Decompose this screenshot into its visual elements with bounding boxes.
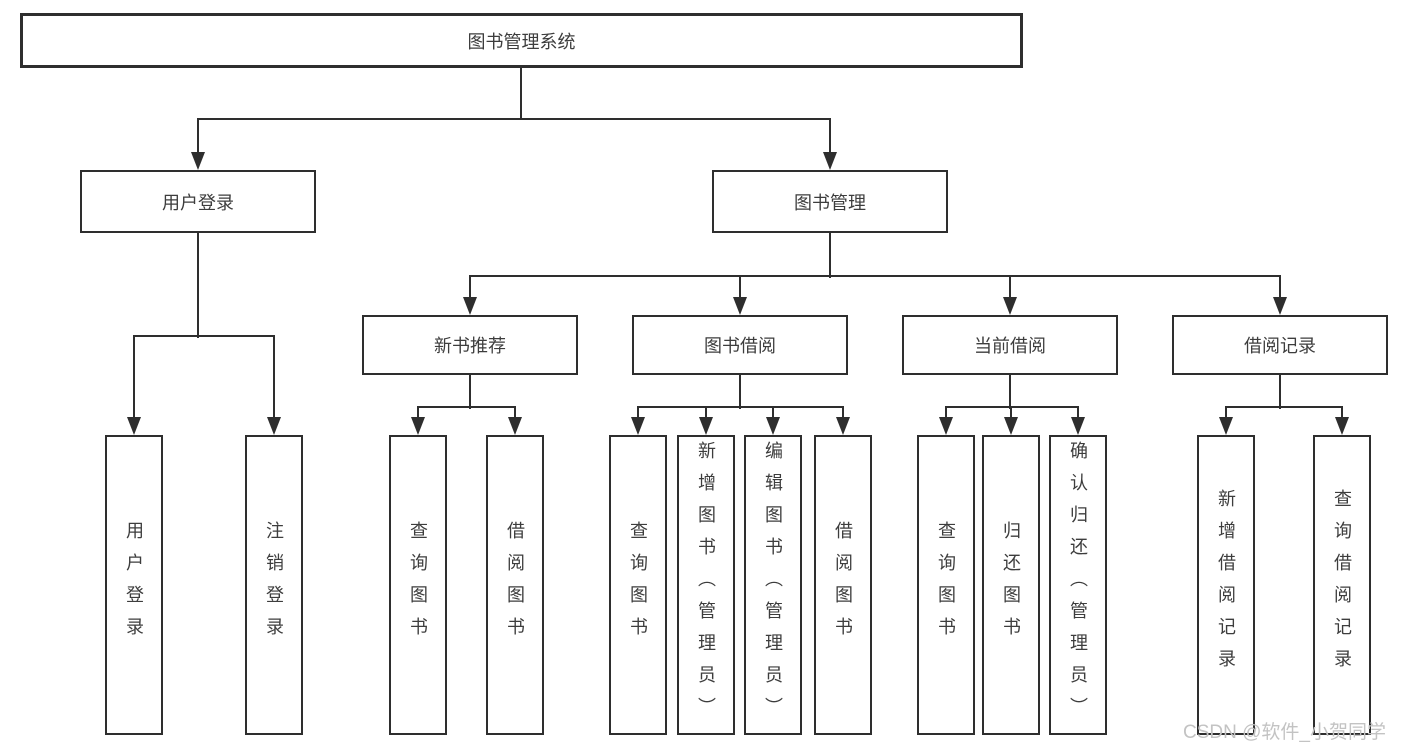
connector-vline (469, 276, 471, 303)
node-current-borrowing-label: 当前借阅 (974, 336, 1046, 356)
connector-hline (197, 118, 831, 120)
connector-vline (705, 407, 707, 423)
arrow-down-icon (939, 417, 953, 435)
node-root-label: 图书管理系统 (467, 31, 576, 52)
node-borrow-records: 借阅记录 (1172, 315, 1388, 375)
leaf-confirm-return-admin: 确认归还（管理员） (1049, 435, 1107, 735)
connector-vline (514, 407, 516, 423)
leaf-query-borrow-record-label: 查询借阅记录 (1332, 489, 1352, 681)
arrow-down-icon (127, 417, 141, 435)
connector-vline (739, 276, 741, 303)
leaf-logout: 注销登录 (245, 435, 303, 735)
leaf-borrow-books-recommend: 借阅图书 (486, 435, 544, 735)
node-borrow-records-label: 借阅记录 (1244, 336, 1316, 356)
leaf-query-books-borrowing: 查询图书 (609, 435, 667, 735)
node-new-book-recommend-label: 新书推荐 (434, 336, 506, 356)
arrow-down-icon (836, 417, 850, 435)
leaf-logout-label: 注销登录 (264, 521, 284, 649)
node-book-management-label: 图书管理 (794, 192, 866, 213)
connector-hline (637, 406, 844, 408)
node-root: 图书管理系统 (20, 13, 1023, 68)
node-book-borrowing: 图书借阅 (632, 315, 848, 375)
connector-vline (197, 233, 199, 338)
arrow-down-icon (766, 417, 780, 435)
node-book-management: 图书管理 (712, 170, 948, 233)
arrow-down-icon (508, 417, 522, 435)
node-user-login-label: 用户登录 (162, 192, 234, 213)
leaf-borrow-books-borrowing-label: 借阅图书 (833, 521, 853, 649)
leaf-query-books-current-label: 查询图书 (936, 521, 956, 649)
connector-vline (1279, 375, 1281, 409)
leaf-edit-books-admin-label: 编辑图书（管理员） (763, 441, 783, 729)
connector-vline (273, 336, 275, 423)
node-current-borrowing: 当前借阅 (902, 315, 1118, 375)
arrow-down-icon (1003, 297, 1017, 315)
arrow-down-icon (1071, 417, 1085, 435)
leaf-add-borrow-record: 新增借阅记录 (1197, 435, 1255, 735)
connector-vline (1010, 407, 1012, 423)
leaf-return-books-label: 归还图书 (1001, 521, 1021, 649)
arrow-down-icon (191, 152, 205, 170)
leaf-return-books: 归还图书 (982, 435, 1040, 735)
connector-vline (133, 336, 135, 423)
connector-hline (945, 406, 1079, 408)
connector-hline (133, 335, 275, 337)
leaf-add-books-admin-label: 新增图书（管理员） (696, 441, 716, 729)
leaf-query-borrow-record: 查询借阅记录 (1313, 435, 1371, 735)
arrow-down-icon (267, 417, 281, 435)
connector-vline (637, 407, 639, 423)
arrow-down-icon (1219, 417, 1233, 435)
node-book-borrowing-label: 图书借阅 (704, 336, 776, 356)
connector-vline (772, 407, 774, 423)
node-new-book-recommend: 新书推荐 (362, 315, 578, 375)
connector-hline (1225, 406, 1343, 408)
leaf-add-books-admin: 新增图书（管理员） (677, 435, 735, 735)
connector-vline (842, 407, 844, 423)
arrow-down-icon (1273, 297, 1287, 315)
connector-vline (469, 375, 471, 409)
connector-hline (417, 406, 516, 408)
connector-vline (520, 68, 522, 120)
leaf-borrow-books-recommend-label: 借阅图书 (505, 521, 525, 649)
arrow-down-icon (411, 417, 425, 435)
connector-vline (1279, 276, 1281, 303)
leaf-query-books-current: 查询图书 (917, 435, 975, 735)
arrow-down-icon (733, 297, 747, 315)
connector-vline (1077, 407, 1079, 423)
node-user-login: 用户登录 (80, 170, 316, 233)
connector-vline (1009, 375, 1011, 409)
watermark: CSDN @软件_小贺同学 (1183, 722, 1386, 743)
leaf-user-login-label: 用户登录 (124, 521, 144, 649)
connector-vline (197, 119, 199, 158)
connector-vline (829, 233, 831, 278)
leaf-query-books-recommend-label: 查询图书 (408, 521, 428, 649)
connector-vline (1225, 407, 1227, 423)
arrow-down-icon (823, 152, 837, 170)
leaf-confirm-return-admin-label: 确认归还（管理员） (1068, 441, 1088, 729)
arrow-down-icon (631, 417, 645, 435)
leaf-add-borrow-record-label: 新增借阅记录 (1216, 489, 1236, 681)
connector-vline (1341, 407, 1343, 423)
leaf-query-books-recommend: 查询图书 (389, 435, 447, 735)
connector-vline (945, 407, 947, 423)
arrow-down-icon (1335, 417, 1349, 435)
arrow-down-icon (699, 417, 713, 435)
leaf-edit-books-admin: 编辑图书（管理员） (744, 435, 802, 735)
leaf-borrow-books-borrowing: 借阅图书 (814, 435, 872, 735)
connector-vline (417, 407, 419, 423)
arrow-down-icon (463, 297, 477, 315)
connector-vline (829, 119, 831, 158)
leaf-user-login: 用户登录 (105, 435, 163, 735)
connector-hline (469, 275, 1281, 277)
connector-vline (739, 375, 741, 409)
leaf-query-books-borrowing-label: 查询图书 (628, 521, 648, 649)
connector-vline (1009, 276, 1011, 303)
arrow-down-icon (1004, 417, 1018, 435)
